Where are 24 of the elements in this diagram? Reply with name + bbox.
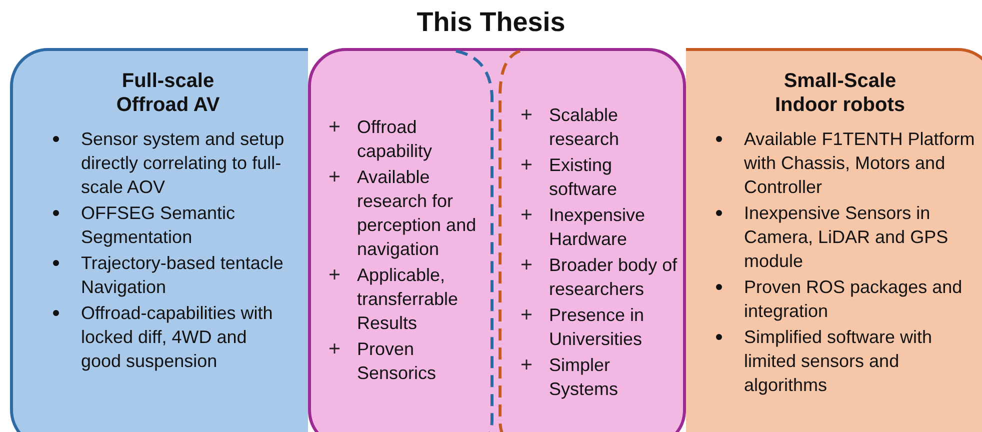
list-item: Available F1TENTH Platform with Chassis, Motors and Controller: [744, 128, 976, 199]
panel-heading: Small-Scale Indoor robots: [774, 69, 906, 117]
list-item: Available research for perception and navigation: [357, 166, 478, 261]
rounded-panel: [686, 48, 982, 432]
list-item: Inexpensive Sensors in Camera, LiDAR and GPS module: [744, 202, 950, 273]
list-item: Broader body of researchers: [549, 254, 678, 301]
list-item: Proven ROS packages and integration: [744, 276, 964, 323]
list-item: Proven Sensorics: [357, 338, 438, 385]
list-item: Trajectory-based tentacle Navigation: [81, 252, 284, 299]
list-item: Sensor system and setup directly correlating to full-scale AOV: [81, 128, 286, 199]
list-item: Applicable, transferrable Results: [357, 264, 460, 335]
list-item: Existing software: [549, 154, 618, 201]
rounded-panel: [10, 48, 308, 432]
panel-heading: Full-scale Offroad AV: [115, 69, 221, 117]
list-item: OFFSEG Semantic Segmentation: [81, 202, 236, 249]
list-item: Simplified software with limited sensors and algorithms: [744, 326, 934, 397]
list-item: Offroad-capabilities with locked diff, 4WD and good suspension: [81, 302, 274, 373]
diagram-title: This Thesis: [416, 7, 566, 37]
list-item: Inexpensive Hardware: [549, 204, 646, 251]
list-item: Simpler Systems: [549, 354, 620, 401]
list-item: Presence in Universities: [549, 304, 646, 351]
list-item: Offroad capability: [357, 116, 434, 163]
list-item: Scalable research: [549, 104, 620, 151]
rounded-panel: [308, 48, 686, 432]
